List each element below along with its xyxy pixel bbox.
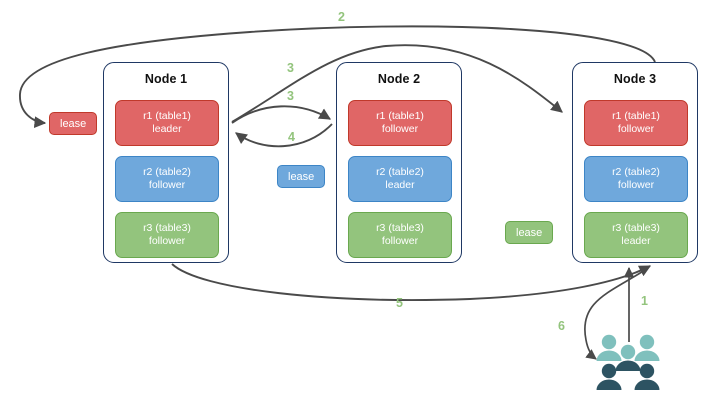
replica-name: r3 (table3): [143, 222, 191, 234]
step-label-3a: 3: [287, 61, 294, 75]
replica-role: follower: [148, 235, 186, 247]
replica-role: follower: [381, 123, 419, 135]
replica-n2-r1[interactable]: r1 (table1) follower: [348, 100, 452, 146]
replica-n3-r2[interactable]: r2 (table2) follower: [584, 156, 688, 202]
replica-n3-r1[interactable]: r1 (table1) follower: [584, 100, 688, 146]
replica-name: r2 (table2): [612, 166, 660, 178]
lease-chip-green[interactable]: lease: [505, 221, 554, 244]
arrow-step-4: [235, 123, 333, 148]
replica-role: leader: [152, 123, 182, 135]
step-label-2: 2: [338, 10, 345, 24]
replica-role: follower: [617, 123, 655, 135]
replica-n2-r2[interactable]: r2 (table2) leader: [348, 156, 452, 202]
replica-n1-r2[interactable]: r2 (table2) follower: [115, 156, 219, 202]
replica-name: r1 (table1): [376, 110, 424, 122]
step-label-6: 6: [558, 319, 565, 333]
node-title-2: Node 2: [377, 72, 421, 86]
replica-role: leader: [385, 179, 415, 191]
replica-role: follower: [148, 179, 186, 191]
replica-name: r1 (table1): [143, 110, 191, 122]
step-label-1: 1: [641, 294, 648, 308]
replica-name: r2 (table2): [143, 166, 191, 178]
replica-role: follower: [381, 235, 419, 247]
node-container-3: Node 3 r1 (table1) follower r2 (table2) …: [572, 62, 698, 263]
replica-n3-r3[interactable]: r3 (table3) leader: [584, 212, 688, 258]
lease-chip-blue[interactable]: lease: [277, 165, 326, 188]
replica-n1-r1[interactable]: r1 (table1) leader: [115, 100, 219, 146]
replica-name: r2 (table2): [376, 166, 424, 178]
replica-name: r3 (table3): [376, 222, 424, 234]
replica-name: r1 (table1): [612, 110, 660, 122]
arrow-step-5: [171, 263, 652, 301]
node-title-3: Node 3: [613, 72, 657, 86]
step-label-3b: 3: [287, 89, 294, 103]
replica-n1-r3[interactable]: r3 (table3) follower: [115, 212, 219, 258]
replica-role: leader: [621, 235, 651, 247]
node-title-1: Node 1: [144, 72, 188, 86]
users-group-icon: [596, 334, 660, 390]
node-container-1: Node 1 r1 (table1) leader r2 (table2) fo…: [103, 62, 229, 263]
replica-n2-r3[interactable]: r3 (table3) follower: [348, 212, 452, 258]
step-label-5: 5: [396, 296, 403, 310]
lease-chip-red[interactable]: lease: [49, 112, 98, 135]
arrow-step-3-to-node2: [231, 105, 332, 124]
replica-role: follower: [617, 179, 655, 191]
replica-name: r3 (table3): [612, 222, 660, 234]
node-container-2: Node 2 r1 (table1) follower r2 (table2) …: [336, 62, 462, 263]
step-label-4: 4: [288, 130, 295, 144]
